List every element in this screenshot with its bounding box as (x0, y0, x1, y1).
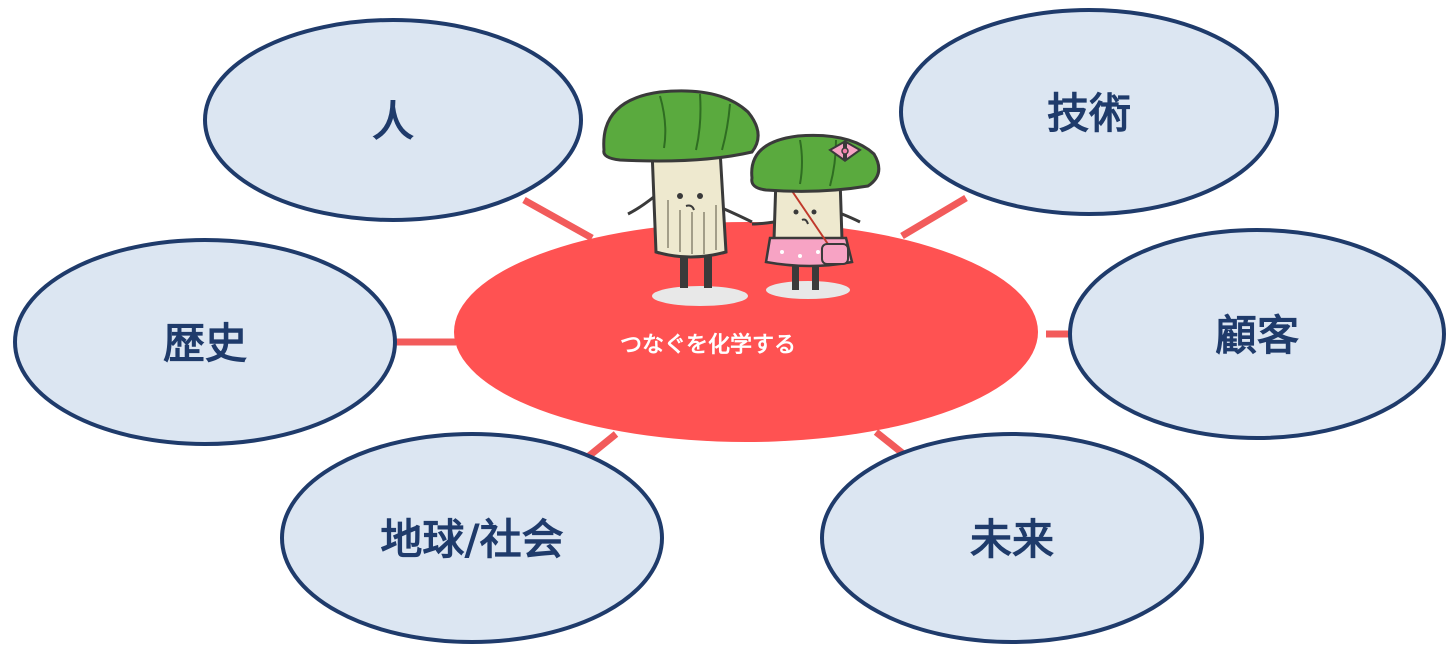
connector-hito (522, 196, 594, 242)
node-label-kokyaku: 顧客 (1215, 311, 1299, 360)
node-label-hito: 人 (372, 97, 414, 146)
node-mirai: 未来 (820, 432, 1204, 644)
node-label-mirai: 未来 (970, 515, 1054, 564)
center-label: つなぐを化学する (620, 332, 796, 358)
connector-gijutsu (900, 194, 968, 240)
node-kokyaku: 顧客 (1068, 228, 1446, 440)
mushroom-girl-character (750, 133, 881, 290)
node-rekishi: 歴史 (13, 238, 397, 446)
mushroom-boy-character (602, 89, 760, 288)
mascot-shadow (652, 286, 748, 306)
center-ellipse (454, 222, 1038, 442)
node-label-rekishi: 歴史 (163, 319, 247, 368)
node-label-gijutsu: 技術 (1047, 89, 1131, 138)
mascot-shadow (766, 281, 850, 299)
node-hito: 人 (203, 18, 583, 222)
node-gijutsu: 技術 (899, 8, 1279, 216)
node-label-chikyu-shakai: 地球/社会 (380, 515, 563, 564)
mascots (602, 89, 881, 306)
node-chikyu-shakai: 地球/社会 (280, 432, 664, 644)
